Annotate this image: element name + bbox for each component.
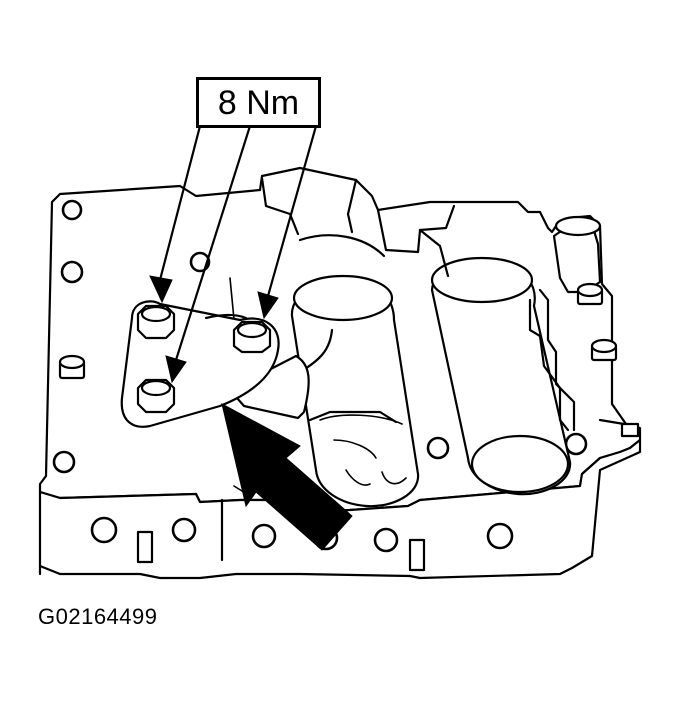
spool-valve bbox=[528, 215, 640, 438]
pointer-arrow-icon bbox=[221, 403, 353, 551]
hex-bolt-icon bbox=[136, 378, 176, 414]
callout-leaders bbox=[149, 124, 318, 384]
hex-bolt-icon bbox=[232, 320, 272, 354]
right-bolt-2 bbox=[590, 338, 618, 362]
figure-id-label: G02164499 bbox=[38, 604, 158, 629]
hex-bolt-icon bbox=[136, 304, 176, 340]
torque-callout-box: 8 Nm bbox=[196, 77, 321, 128]
right-bolt-1 bbox=[576, 282, 604, 306]
valve-bores bbox=[228, 176, 572, 508]
left-bolt-lower bbox=[58, 354, 86, 380]
